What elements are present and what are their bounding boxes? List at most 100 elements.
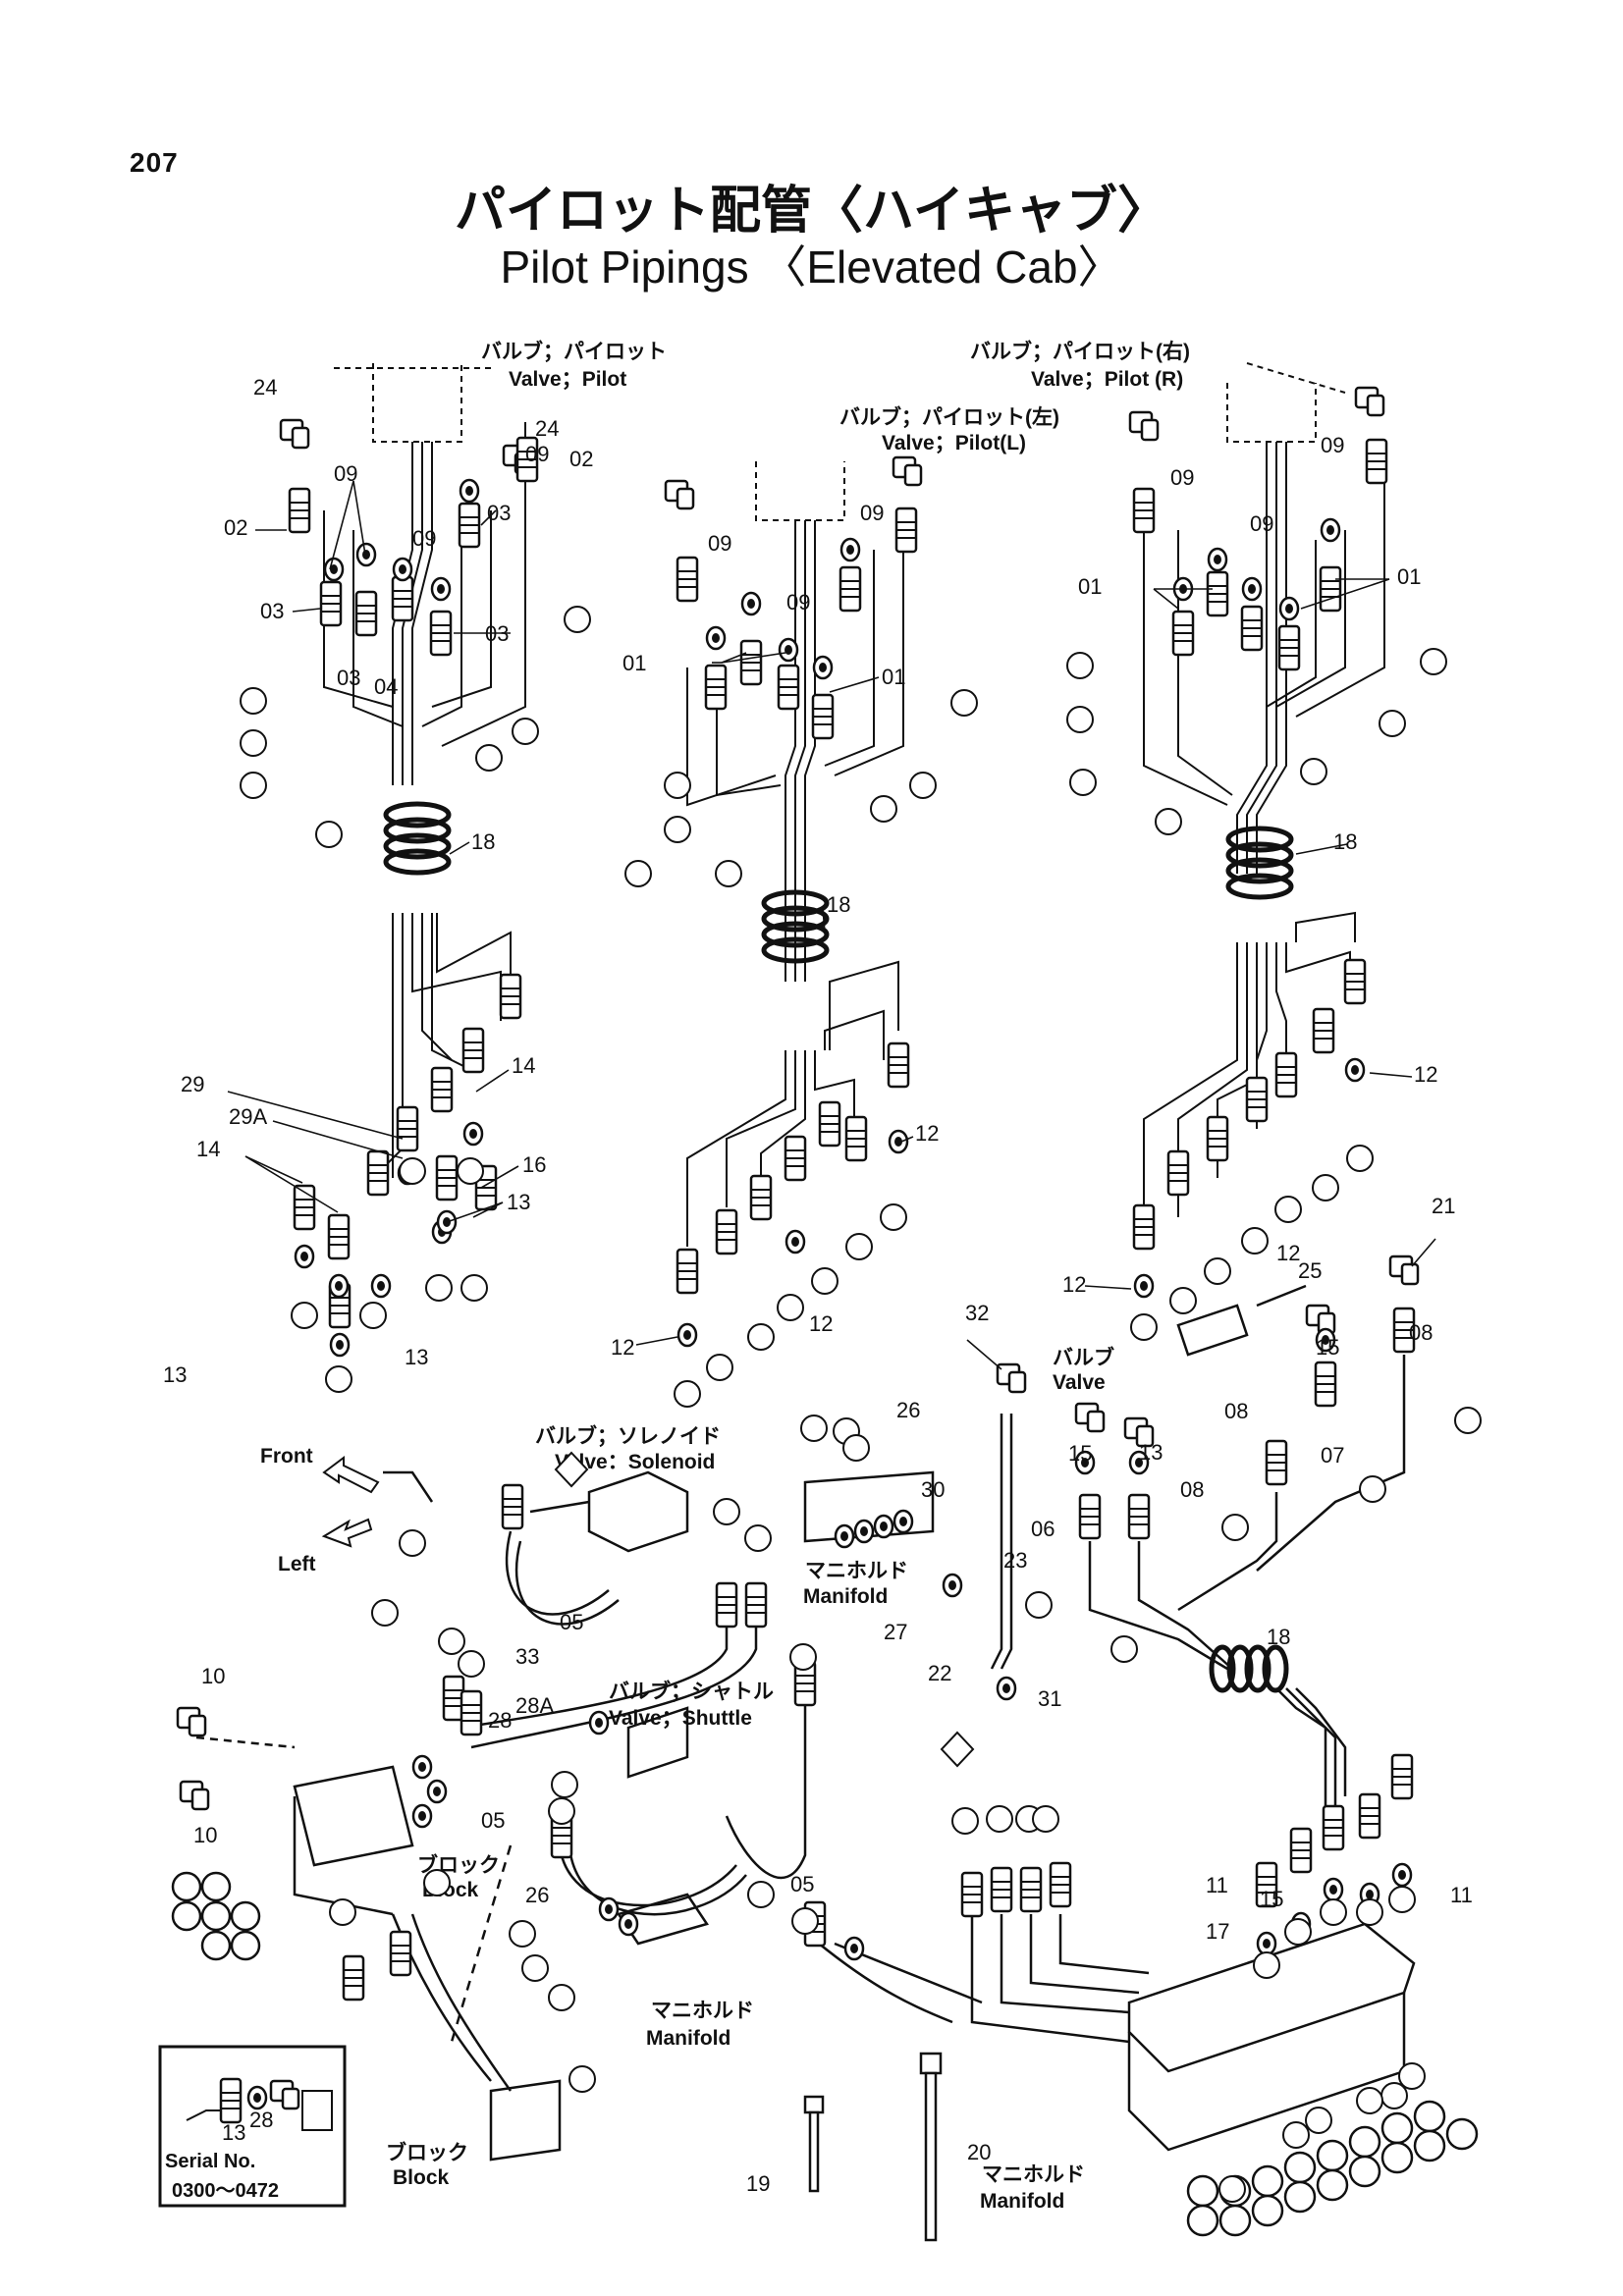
svg-text:32: 32 <box>965 1301 989 1325</box>
manifold-ja-lower: マニホルド <box>982 2163 1085 2186</box>
valve-solenoid-ja: バルブ；ソレノイド <box>535 1424 721 1448</box>
svg-text:12: 12 <box>1414 1062 1437 1087</box>
svg-text:03: 03 <box>260 599 284 623</box>
cable-tie-19 <box>803 2095 825 2193</box>
svg-text:09: 09 <box>860 501 884 525</box>
svg-text:05: 05 <box>481 1808 505 1833</box>
svg-text:09: 09 <box>708 531 731 556</box>
svg-text:02: 02 <box>569 447 593 471</box>
svg-text:19: 19 <box>746 2171 770 2196</box>
svg-text:18: 18 <box>1333 829 1357 854</box>
svg-text:06: 06 <box>1031 1517 1055 1541</box>
svg-text:01: 01 <box>622 651 646 675</box>
svg-text:14: 14 <box>512 1053 535 1078</box>
svg-text:07: 07 <box>1321 1443 1344 1468</box>
svg-text:16: 16 <box>522 1152 546 1177</box>
svg-text:09: 09 <box>1170 465 1194 490</box>
svg-text:30: 30 <box>921 1477 945 1502</box>
svg-text:03: 03 <box>487 501 511 525</box>
valve-ja: バルブ <box>1053 1346 1114 1369</box>
svg-text:14: 14 <box>196 1137 220 1161</box>
manifold-ports-right <box>1186 2100 1479 2237</box>
svg-text:04: 04 <box>374 674 398 699</box>
valve-pilot-l-en: Valve；Pilot(L) <box>882 432 1026 454</box>
svg-text:05: 05 <box>790 1872 814 1896</box>
valve-pilot-ja: バルブ；パイロット <box>481 340 667 363</box>
valve-shuttle-en: Valve；Shuttle <box>609 1707 752 1730</box>
svg-text:29: 29 <box>181 1072 204 1096</box>
svg-text:15: 15 <box>1316 1335 1339 1360</box>
svg-text:33: 33 <box>515 1644 539 1669</box>
svg-text:11: 11 <box>1450 1883 1473 1907</box>
front-label: Front <box>260 1445 313 1468</box>
svg-text:10: 10 <box>201 1664 225 1688</box>
lower-right-assembly <box>794 1284 1416 2152</box>
center-pilot-assembly <box>686 461 904 1247</box>
svg-text:09: 09 <box>786 590 810 614</box>
serial-label: Serial No. <box>165 2151 255 2172</box>
page-number: 207 <box>130 147 179 178</box>
serial-inset: 13 28 Serial No. 0300～0472 <box>158 2045 347 2208</box>
svg-text:13: 13 <box>405 1345 428 1369</box>
serial-part-13: 13 <box>222 2120 245 2145</box>
manifold-en-upper: Manifold <box>803 1585 888 1608</box>
svg-text:26: 26 <box>525 1883 549 1907</box>
svg-text:08: 08 <box>1180 1477 1204 1502</box>
svg-text:01: 01 <box>1397 564 1421 589</box>
valve-pilot-en: Valve；Pilot <box>509 368 626 391</box>
block-ja-lower: ブロック <box>386 2141 468 2164</box>
svg-text:12: 12 <box>1276 1241 1300 1265</box>
svg-text:03: 03 <box>337 666 360 690</box>
svg-text:05: 05 <box>560 1610 583 1634</box>
block-en-lower: Block <box>393 2166 450 2189</box>
part-callouts <box>227 480 1436 1370</box>
svg-text:22: 22 <box>928 1661 951 1685</box>
serial-part-28: 28 <box>249 2108 273 2132</box>
svg-text:09: 09 <box>334 461 357 486</box>
manifold-en-middle: Manifold <box>646 2027 730 2050</box>
svg-text:02: 02 <box>224 515 247 540</box>
svg-text:15: 15 <box>1260 1887 1283 1911</box>
svg-text:18: 18 <box>471 829 495 854</box>
svg-text:08: 08 <box>1409 1320 1433 1345</box>
svg-text:01: 01 <box>882 665 905 689</box>
lower-left-assembly <box>195 1470 807 2162</box>
svg-text:28A: 28A <box>515 1693 554 1718</box>
manifold-en-lower: Manifold <box>980 2190 1064 2213</box>
svg-text:23: 23 <box>1003 1548 1027 1573</box>
svg-text:12: 12 <box>809 1311 833 1336</box>
svg-text:18: 18 <box>1267 1625 1290 1649</box>
svg-text:10: 10 <box>193 1823 217 1847</box>
valve-shuttle-ja: バルブ；シャトル <box>609 1680 774 1703</box>
valve-pilot-l-ja: バルブ；パイロット(左) <box>839 405 1059 429</box>
part-numbers: 24 24 02 02 09 09 09 03 03 03 03 04 09 0… <box>163 375 1473 2196</box>
valve-en: Valve <box>1053 1371 1106 1394</box>
svg-text:13: 13 <box>163 1362 187 1387</box>
svg-text:09: 09 <box>525 442 549 466</box>
title-japanese: パイロット配管〈ハイキャブ〉 <box>455 182 1168 240</box>
svg-text:13: 13 <box>507 1190 530 1214</box>
svg-text:17: 17 <box>1206 1919 1229 1944</box>
svg-text:25: 25 <box>1298 1258 1322 1283</box>
title-english: Pilot Pipings 〈Elevated Cab〉 <box>500 241 1123 293</box>
left-label: Left <box>278 1553 316 1575</box>
svg-text:20: 20 <box>967 2140 991 2164</box>
svg-text:01: 01 <box>1078 574 1102 599</box>
front-arrow-icon <box>322 1456 380 1494</box>
manifold-ja-upper: マニホルド <box>805 1560 908 1582</box>
svg-text:12: 12 <box>611 1335 634 1360</box>
left-arrow-icon <box>321 1518 373 1548</box>
svg-text:11: 11 <box>1206 1873 1228 1897</box>
svg-text:21: 21 <box>1432 1194 1455 1218</box>
svg-text:15: 15 <box>1068 1441 1092 1466</box>
svg-text:09: 09 <box>1321 433 1344 457</box>
svg-text:27: 27 <box>884 1620 907 1644</box>
svg-text:12: 12 <box>1062 1272 1086 1297</box>
valve-pilot-r-en: Valve；Pilot (R) <box>1031 368 1183 391</box>
svg-text:26: 26 <box>896 1398 920 1422</box>
svg-text:18: 18 <box>827 892 850 917</box>
serial-range: 0300～0472 <box>172 2180 279 2202</box>
valve-solenoid-en: Valve：Solenoid <box>555 1451 715 1473</box>
manifold-ja-middle: マニホルド <box>651 2000 754 2022</box>
